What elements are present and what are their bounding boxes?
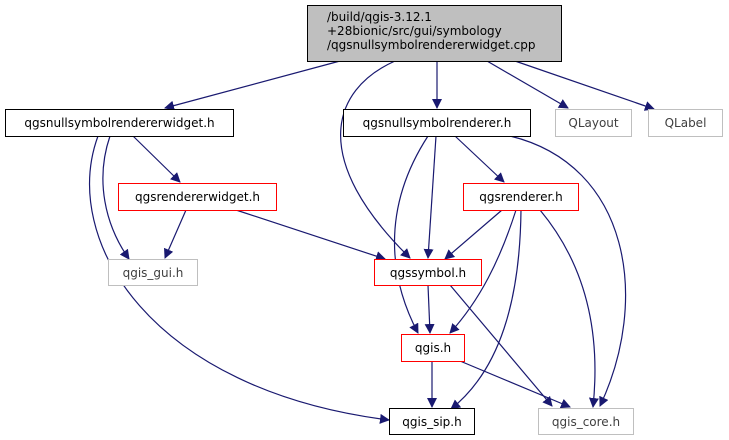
- root-file-node[interactable]: /build/qgis-3.12.1 +28bionic/src/gui/sym…: [307, 5, 562, 62]
- edge-qgsrenderer-to-core: [539, 209, 599, 408]
- edge-qgsrenderer-to-symbol: [444, 209, 503, 260]
- qlabel-node[interactable]: QLabel: [648, 109, 723, 137]
- edge-root-to-qlabel: [514, 60, 655, 111]
- edge-widget-to-gui: [102, 135, 130, 260]
- edge-renderer-to-qgis: [394, 135, 429, 334]
- edge-symbol-to-core: [449, 284, 553, 407]
- edge-qgsrenderer-to-qgis: [449, 209, 517, 334]
- null-renderer-header-node[interactable]: qgsnullsymbolrenderer.h: [343, 109, 531, 137]
- qgis-header-node[interactable]: qgis.h: [401, 334, 465, 362]
- qgis-gui-header-node[interactable]: qgis_gui.h: [108, 259, 198, 286]
- edge-root-to-qlayout: [486, 60, 569, 109]
- edge-renderer-to-symbol: [423, 135, 437, 259]
- edge-widget-to-rendererwidget: [132, 135, 181, 183]
- edge-root-to-widget-h: [164, 60, 341, 111]
- edge-renderer-to-core: [509, 135, 627, 407]
- edge-rendererwidget-to-symbol: [235, 209, 386, 261]
- edge-root-to-symbol-h: [340, 60, 411, 259]
- widget-header-node[interactable]: qgsnullsymbolrendererwidget.h: [5, 109, 234, 137]
- renderer-widget-header-node[interactable]: qgsrendererwidget.h: [118, 183, 277, 211]
- renderer-header-node[interactable]: qgsrenderer.h: [463, 183, 579, 211]
- edge-rendererwidget-to-gui: [164, 209, 187, 259]
- edge-qgsrenderer-to-sip: [450, 209, 522, 410]
- qlayout-node[interactable]: QLayout: [555, 109, 632, 137]
- edge-renderer-to-qgsrenderer: [454, 135, 505, 183]
- symbol-header-node[interactable]: qgssymbol.h: [374, 259, 482, 286]
- edge-widget-to-sip: [89, 135, 390, 424]
- edge-symbol-to-qgis: [424, 284, 435, 334]
- edge-qgis-to-core: [459, 360, 571, 409]
- qgis-sip-header-node[interactable]: qgis_sip.h: [389, 408, 475, 435]
- qgis-core-header-node[interactable]: qgis_core.h: [538, 408, 634, 435]
